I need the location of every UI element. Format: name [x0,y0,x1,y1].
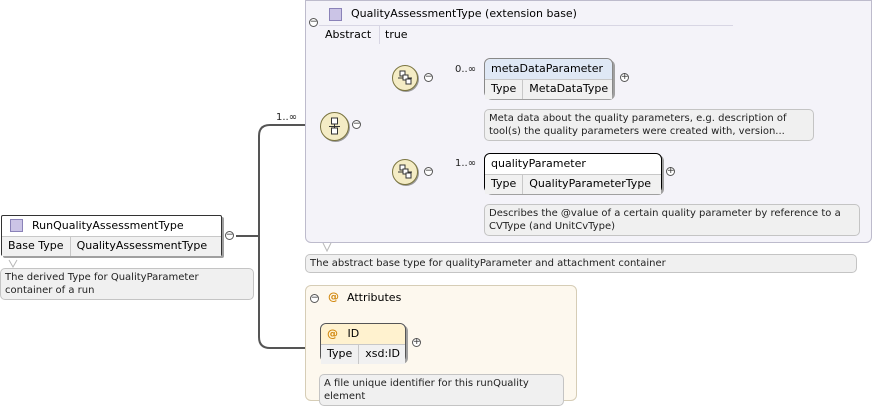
attribute-name: ID [347,327,360,340]
attribute-type-label: Type [321,345,360,364]
extension-note: The abstract base type for qualityParame… [305,254,857,273]
collapse-attributes-icon[interactable]: − [310,293,319,303]
base-type-value: QualityAssessmentType [76,239,208,252]
element-type-value: QualityParameterType [529,177,652,190]
complex-type-icon [329,8,342,21]
expand-metadata-icon[interactable]: + [620,72,629,82]
attribute-note: A file unique identifier for this runQua… [319,374,564,406]
root-type-box[interactable]: RunQualityAssessmentType Base Type Quali… [1,215,222,256]
sequence-icon [329,117,340,135]
element-type-label: Type [485,80,524,99]
sequence-cardinality: 1..∞ [276,112,298,123]
root-type-name: RunQualityAssessmentType [32,219,184,232]
abstract-label: Abstract [325,28,372,41]
compositor-icon [398,164,412,179]
compositor-metadata[interactable] [392,65,418,91]
expand-attribute-icon[interactable]: + [412,337,421,347]
element-name: qualityParameter [485,154,661,174]
element-type-label: Type [485,175,524,194]
base-type-label: Base Type [2,237,71,256]
extension-properties: Abstract true [319,25,733,44]
root-type-note: The derived Type for QualityParameter co… [0,268,254,300]
element-type-value: MetaDataType [529,82,609,95]
collapse-extension-icon[interactable]: − [309,17,318,27]
metadata-cardinality: 0..∞ [455,64,477,75]
quality-cardinality: 1..∞ [455,158,477,169]
expand-quality-icon[interactable]: + [666,166,675,176]
attribute-id[interactable]: @ ID Type xsd:ID [320,323,406,364]
extension-title: QualityAssessmentType (extension base) [351,7,577,20]
element-qualityparameter[interactable]: qualityParameter Type QualityParameterTy… [484,153,662,194]
complex-type-icon [10,219,23,232]
attribute-type-value: xsd:ID [365,347,400,360]
quality-note: Describes the @value of a certain qualit… [484,204,860,236]
collapse-root-icon[interactable]: − [225,230,234,240]
compositor-quality[interactable] [392,159,418,185]
collapse-sequence-icon[interactable]: − [352,119,361,129]
metadata-note: Meta data about the quality parameters, … [484,109,814,141]
element-metadataparameter[interactable]: metaDataParameter Type MetaDataType [484,58,613,99]
attributes-title: Attributes [347,291,402,304]
collapse-compositor-icon[interactable]: − [424,166,433,176]
collapse-compositor-icon[interactable]: − [424,72,433,82]
sequence-compositor[interactable] [320,112,349,141]
attribute-at-icon: @ [327,327,338,340]
compositor-icon [398,70,412,85]
abstract-value: true [385,28,408,41]
attribute-at-icon: @ [328,290,339,303]
element-name: metaDataParameter [485,59,612,79]
